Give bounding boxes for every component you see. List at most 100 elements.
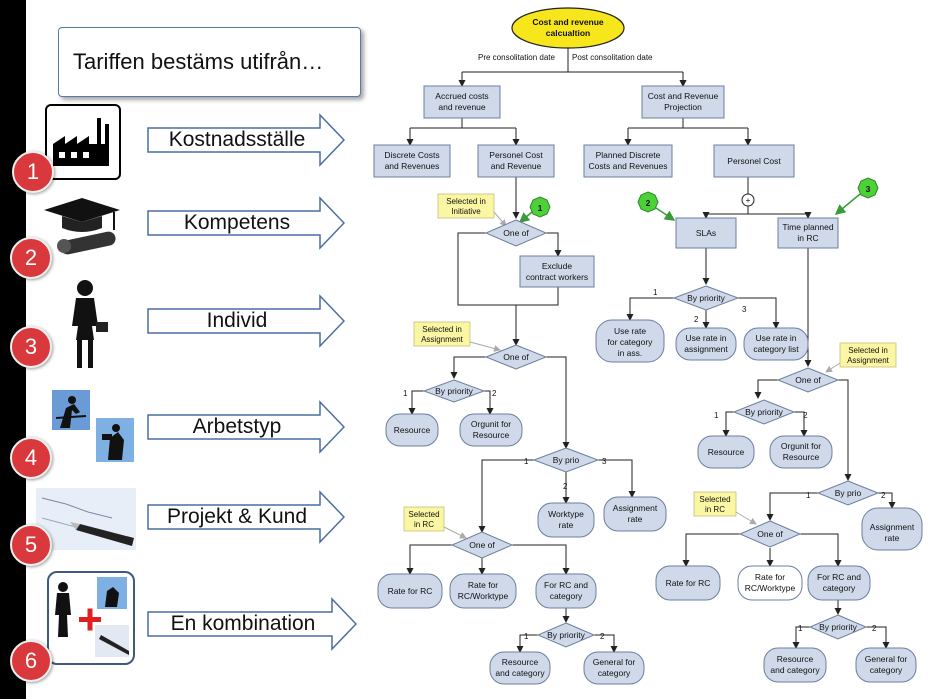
svg-text:rate: rate — [628, 514, 643, 524]
svg-text:category: category — [550, 591, 583, 601]
node-general-category-right — [855, 647, 917, 683]
graduation-cap-icon — [44, 198, 120, 255]
svg-text:in RC: in RC — [705, 505, 725, 514]
svg-text:By prio: By prio — [553, 455, 580, 465]
svg-text:category list: category list — [753, 344, 799, 354]
note-assignment-right — [839, 342, 897, 368]
svg-text:2: 2 — [872, 624, 877, 633]
factor-arrow-2: Kompetens — [147, 196, 345, 250]
node-time-planned — [777, 217, 839, 249]
node-resource-right — [697, 435, 755, 469]
diamond-by-prio-right — [816, 480, 880, 506]
svg-text:Use rate in: Use rate in — [755, 333, 796, 343]
note-rc-left — [403, 506, 445, 532]
node-personel-left — [477, 144, 555, 178]
node-orgunit-left — [459, 413, 523, 447]
diamond-by-prio-left — [532, 447, 600, 473]
title-text: Tariffen bestäms utifrån… — [73, 49, 324, 74]
factor-number-1: 1 — [12, 151, 54, 193]
svg-text:Projection: Projection — [664, 102, 702, 112]
pre-label: Pre consolitation date — [478, 53, 555, 62]
node-orgunit-right — [769, 435, 833, 469]
svg-text:1: 1 — [653, 288, 658, 297]
svg-text:1: 1 — [524, 457, 529, 466]
title-box: Tariffen bestäms utifrån… — [58, 27, 361, 97]
node-resource-left — [385, 413, 439, 447]
svg-text:Initiative: Initiative — [451, 207, 481, 216]
svg-text:Rate for: Rate for — [468, 580, 498, 590]
svg-text:By prio: By prio — [835, 488, 862, 498]
factor-arrow-5: Projekt & Kund — [147, 490, 345, 544]
svg-text:Personel Cost: Personel Cost — [489, 150, 543, 160]
node-rate-rc-worktype-left — [449, 573, 517, 609]
svg-text:Assignment: Assignment — [421, 335, 464, 344]
pen-chart-icon — [36, 488, 136, 550]
badge-3-label: 3 — [866, 184, 871, 194]
svg-text:1: 1 — [403, 389, 408, 398]
note-rc-right — [693, 491, 737, 517]
node-assignment-rate-right — [861, 507, 923, 551]
svg-text:1: 1 — [714, 411, 719, 420]
node-rate-rc-left — [377, 573, 443, 609]
svg-text:One of: One of — [503, 352, 529, 362]
svg-text:2: 2 — [881, 491, 886, 500]
svg-text:2: 2 — [694, 315, 699, 324]
connector-lines — [406, 48, 896, 653]
node-rate-rc-right — [655, 565, 721, 601]
node-resource-category-left — [489, 651, 551, 685]
factor-label-1: Kostnadsställe — [168, 128, 306, 151]
node-resource-category-right — [763, 647, 827, 683]
factor-label-3: Individ — [206, 309, 268, 332]
factor-number-5: 5 — [10, 524, 52, 566]
factor-label-4: Arbetstyp — [192, 415, 282, 438]
svg-text:One of: One of — [795, 375, 821, 385]
node-for-rc-category-right — [807, 565, 871, 601]
svg-text:contract workers: contract workers — [526, 272, 588, 282]
svg-text:and category: and category — [770, 665, 820, 675]
diamond-one-of-right-2 — [738, 520, 802, 548]
factor-arrow-4: Arbetstyp — [147, 400, 345, 454]
svg-text:General for: General for — [593, 657, 636, 667]
root-label-2: calcualtion — [546, 28, 590, 38]
svg-text:Time planned: Time planned — [782, 222, 833, 232]
svg-text:Orgunit for: Orgunit for — [471, 419, 511, 429]
svg-text:Assignment: Assignment — [870, 522, 915, 532]
svg-text:By priority: By priority — [745, 407, 784, 417]
factor-label-2: Kompetens — [183, 211, 291, 234]
svg-text:Use rate: Use rate — [614, 326, 646, 336]
svg-text:Use rate in: Use rate in — [685, 333, 726, 343]
svg-text:in ass.: in ass. — [618, 348, 643, 358]
node-for-rc-category-left — [535, 573, 597, 609]
svg-text:General for: General for — [865, 654, 908, 664]
svg-text:2: 2 — [563, 482, 568, 491]
svg-text:For RC and: For RC and — [817, 572, 861, 582]
svg-text:in RC: in RC — [797, 233, 818, 243]
svg-text:SLAs: SLAs — [696, 228, 716, 238]
svg-text:Exclude: Exclude — [542, 261, 573, 271]
person-silhouette-icon — [72, 280, 108, 368]
svg-text:One of: One of — [469, 540, 495, 550]
svg-text:Selected: Selected — [408, 510, 439, 519]
plus-junction — [741, 193, 755, 207]
svg-text:Accrued costs: Accrued costs — [435, 91, 488, 101]
node-assignment-rate-left — [603, 496, 667, 532]
svg-text:Worktype: Worktype — [548, 509, 584, 519]
svg-text:For RC and: For RC and — [544, 580, 588, 590]
badge-1-label: 1 — [538, 203, 543, 213]
svg-text:Planned Discrete: Planned Discrete — [596, 150, 661, 160]
node-general-category-left — [583, 651, 645, 685]
factor-number-3: 3 — [10, 326, 52, 368]
svg-text:for category: for category — [608, 337, 654, 347]
worker-photos-icon — [52, 390, 134, 462]
diamond-one-of-right-1 — [776, 367, 840, 393]
factor-label-6: En kombination — [170, 612, 316, 635]
svg-text:Resource: Resource — [473, 430, 510, 440]
root-label-1: Cost and revenue — [532, 17, 604, 27]
node-planned — [583, 144, 673, 178]
node-use-rate-category — [595, 319, 665, 363]
badge-2 — [637, 191, 659, 213]
svg-text:By priority: By priority — [435, 386, 474, 396]
node-discrete — [373, 144, 451, 178]
svg-text:assignment: assignment — [684, 344, 728, 354]
diamond-one-of-2 — [484, 344, 548, 370]
